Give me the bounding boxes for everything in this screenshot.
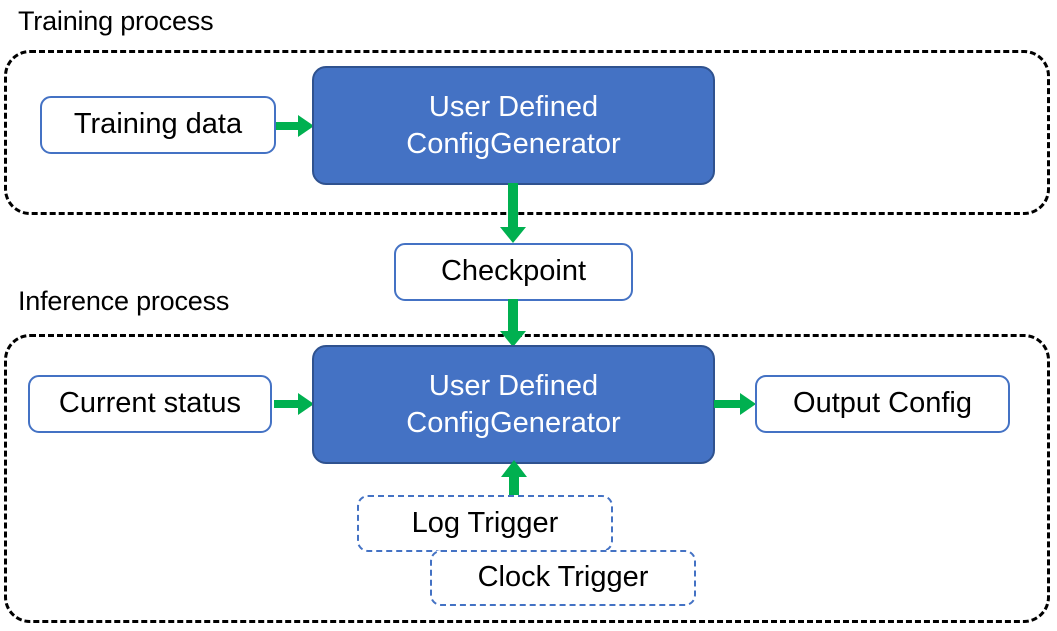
node-inference-config-generator[interactable]: User Defined ConfigGenerator bbox=[312, 345, 715, 464]
training-process-label: Training process bbox=[18, 6, 214, 36]
node-output-config[interactable]: Output Config bbox=[755, 375, 1010, 433]
node-current-status-label: Current status bbox=[58, 387, 242, 420]
node-training-data-label: Training data bbox=[73, 108, 243, 141]
node-clock-trigger-label: Clock Trigger bbox=[477, 561, 649, 594]
node-output-config-label: Output Config bbox=[793, 387, 972, 420]
node-inference-config-generator-label: User Defined ConfigGenerator bbox=[406, 370, 621, 439]
node-training-config-generator-label: User Defined ConfigGenerator bbox=[406, 91, 621, 160]
node-training-config-generator[interactable]: User Defined ConfigGenerator bbox=[312, 66, 715, 185]
inference-process-group bbox=[4, 334, 1050, 623]
node-training-data[interactable]: Training data bbox=[40, 96, 276, 154]
edge-training-data-to-generator bbox=[276, 112, 316, 140]
inference-process-label: Inference process bbox=[18, 286, 230, 316]
node-log-trigger-label: Log Trigger bbox=[411, 506, 559, 539]
node-checkpoint[interactable]: Checkpoint bbox=[394, 243, 633, 301]
training-process-group bbox=[4, 50, 1050, 215]
node-current-status[interactable]: Current status bbox=[28, 375, 272, 433]
edge-generator-to-output-config bbox=[714, 390, 758, 418]
edge-triggers-to-generator bbox=[499, 460, 529, 508]
node-clock-trigger[interactable]: Clock Trigger bbox=[430, 550, 696, 606]
edge-generator-to-checkpoint bbox=[498, 183, 528, 245]
node-log-trigger[interactable]: Log Trigger bbox=[357, 495, 613, 552]
edge-checkpoint-to-inference-generator bbox=[498, 299, 528, 349]
node-checkpoint-label: Checkpoint bbox=[440, 255, 587, 288]
edge-current-status-to-generator bbox=[274, 390, 316, 418]
